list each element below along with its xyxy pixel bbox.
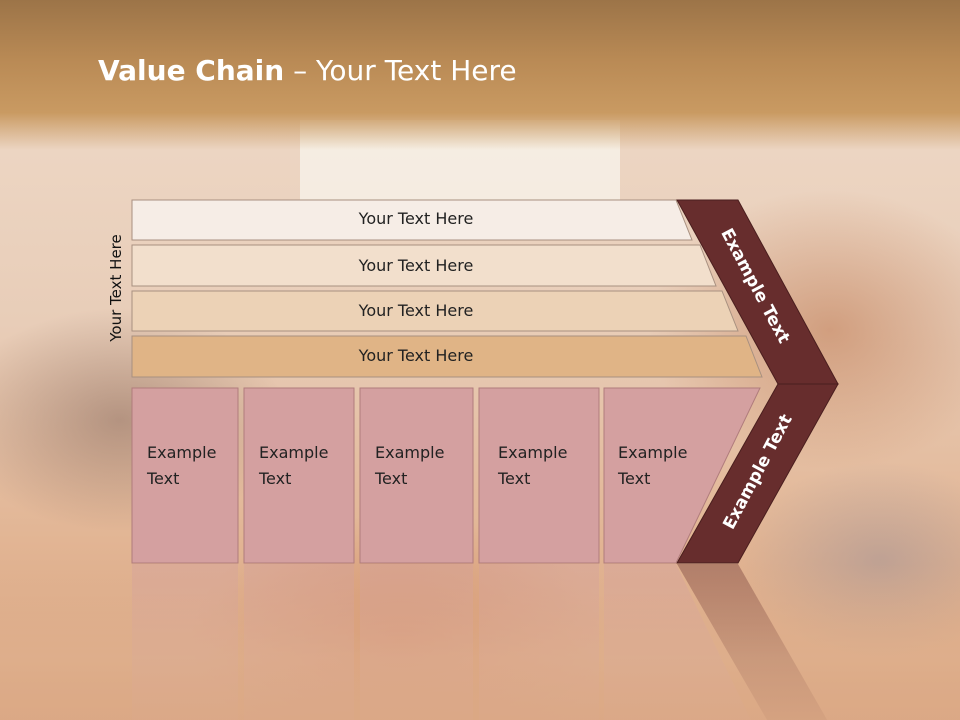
activity-box-3 [359,387,474,564]
activity-box-4 [478,387,600,564]
bar-label-2: Your Text Here [358,256,474,275]
bar-label-1: Your Text Here [358,209,474,228]
box-label-2-line2: Text [259,469,292,488]
slide-title: Value Chain – Your Text Here [98,54,517,87]
activity-box-5 [603,387,761,564]
box-label-4-line1: Example [498,443,568,462]
title-band [0,0,960,150]
box-label-5-line1: Example [618,443,688,462]
box-label-2-line1: Example [259,443,329,462]
activity-box-2 [243,387,355,564]
box-label-3-line1: Example [375,443,445,462]
reflection-fade [0,564,960,720]
box-label-5-line2: Text [618,469,651,488]
box-label-1-line2: Text [147,469,180,488]
bar-label-4: Your Text Here [358,346,474,365]
bar-label-3: Your Text Here [358,301,474,320]
box-label-4-line2: Text [498,469,531,488]
activity-box-1 [131,387,239,564]
bar-2 [131,244,717,287]
chevron-bottom [676,383,839,564]
title-rest: – Your Text Here [284,54,517,87]
bar-4 [131,335,763,378]
title-bold: Value Chain [98,54,285,87]
bar-1 [131,199,693,241]
bar-3 [131,290,739,332]
box-label-1-line1: Example [147,443,217,462]
box-label-3-line2: Text [375,469,408,488]
